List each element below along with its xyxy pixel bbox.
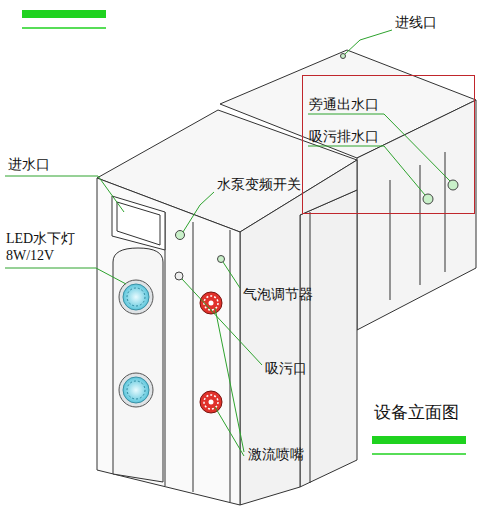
part-label: 吸污口 (265, 360, 307, 377)
drawing-title: 设备立面图 (374, 403, 459, 423)
led-lamp (119, 280, 153, 407)
green-rule (372, 453, 466, 455)
part-label: LED水下灯 8W/12V (6, 230, 84, 264)
part-label: 进线口 (395, 14, 437, 31)
green-bar (22, 10, 106, 18)
leader-line (5, 30, 450, 456)
part-label: 激流喷嘴 (248, 446, 304, 463)
green-rule (22, 27, 106, 29)
part-label: 旁通出水口 (309, 96, 379, 113)
part-label: 吸污排水口 (309, 128, 379, 145)
highlight-box: 旁通出水口吸污排水口 (302, 75, 475, 214)
part-label: 进水口 (8, 156, 50, 173)
green-bar (372, 436, 466, 444)
fitting (175, 54, 458, 281)
housing (97, 50, 476, 505)
part-label: 气泡调节器 (243, 286, 313, 303)
part-label: 水泵变频开关 (217, 176, 301, 193)
